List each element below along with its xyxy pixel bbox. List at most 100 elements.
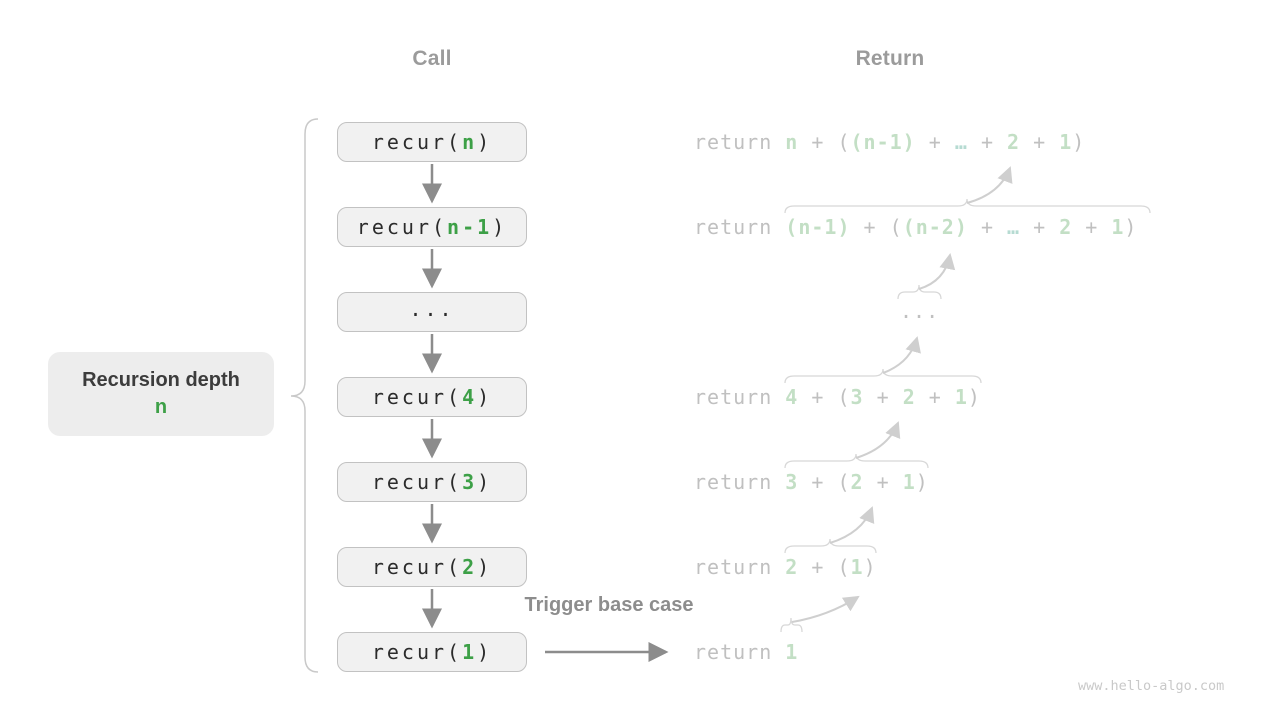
return-arrow-5-to-4	[855, 421, 901, 459]
code-segment: recur(	[371, 385, 463, 409]
return-arrow-6-to-5	[829, 506, 875, 544]
recursion-depth-title: Recursion depth	[82, 369, 240, 391]
code-segment: (n-2)	[902, 215, 968, 239]
code-segment: …	[954, 130, 968, 154]
code-segment: ...	[900, 299, 940, 323]
code-segment: )	[1072, 130, 1086, 154]
overbrace-row7	[780, 617, 803, 633]
call-box-ellipsis: ...	[337, 292, 527, 332]
code-segment: (	[889, 215, 903, 239]
overbrace-row6	[784, 538, 877, 554]
code-segment: +	[798, 470, 838, 494]
code-segment: return	[694, 130, 786, 154]
code-segment: +	[798, 385, 838, 409]
code-segment: +	[863, 470, 903, 494]
code-segment: 2	[1059, 215, 1073, 239]
call-box-recur-3: recur(3)	[337, 462, 527, 502]
return-expr-row1: return n + ((n-1) + … + 2 + 1)	[694, 128, 1085, 156]
code-segment: +	[863, 385, 903, 409]
return-arrow-4-to-3	[882, 336, 921, 374]
code-segment: recur(	[371, 470, 463, 494]
code-segment: 2	[462, 555, 478, 579]
code-segment: +	[1020, 215, 1060, 239]
code-segment: +	[1072, 215, 1112, 239]
return-expr-row2: return (n-1) + ((n-2) + … + 2 + 1)	[694, 213, 1137, 241]
return-arrow-2-to-1	[966, 166, 1013, 204]
code-segment: ...	[409, 297, 455, 321]
code-segment: n	[462, 130, 478, 154]
code-segment: )	[477, 130, 493, 154]
code-segment: +	[798, 130, 838, 154]
code-segment: )	[477, 470, 493, 494]
code-segment: return	[694, 640, 786, 664]
code-segment: +	[850, 215, 890, 239]
code-segment: )	[915, 470, 929, 494]
code-segment: )	[1124, 215, 1138, 239]
call-box-recur-n-1: recur(n-1)	[337, 207, 527, 247]
code-segment: recur(	[371, 555, 463, 579]
code-segment: )	[477, 640, 493, 664]
code-segment: 1	[462, 640, 478, 664]
code-segment: 1	[954, 385, 968, 409]
code-segment: 3	[850, 385, 864, 409]
code-segment: (	[837, 555, 851, 579]
code-segment: 1	[1111, 215, 1125, 239]
call-box-recur-4: recur(4)	[337, 377, 527, 417]
code-segment: (	[837, 385, 851, 409]
code-segment: 4	[785, 385, 799, 409]
code-segment: (	[837, 130, 851, 154]
recursion-depth-label: Recursion depth n	[48, 352, 274, 436]
code-segment: +	[1020, 130, 1060, 154]
overbrace-row2	[784, 198, 1151, 214]
code-segment: 1	[1059, 130, 1073, 154]
return-expr-row5: return 3 + (2 + 1)	[694, 468, 929, 496]
return-arrow-7-to-6	[791, 595, 860, 623]
overbrace-row5	[784, 453, 929, 469]
code-segment: recur(	[371, 640, 463, 664]
code-segment: +	[915, 385, 955, 409]
return-expr-ellipsis: ...	[900, 297, 939, 325]
return-expr-row7: return 1	[694, 638, 798, 666]
return-arrow-3-to-2	[918, 253, 956, 290]
code-segment: n	[785, 130, 799, 154]
code-segment: n-1	[447, 215, 493, 239]
watermark: www.hello-algo.com	[1078, 678, 1225, 694]
code-segment: +	[915, 130, 955, 154]
code-segment: 3	[462, 470, 478, 494]
code-segment: )	[863, 555, 877, 579]
return-expr-row4: return 4 + (3 + 2 + 1)	[694, 383, 981, 411]
depth-brace	[290, 118, 319, 673]
code-segment: )	[492, 215, 508, 239]
code-segment: (n-1)	[850, 130, 916, 154]
trigger-base-case-label: Trigger base case	[524, 594, 694, 616]
code-segment: 1	[850, 555, 864, 579]
code-segment: 2	[785, 555, 799, 579]
code-segment: …	[1007, 215, 1021, 239]
call-column-header: Call	[412, 47, 452, 70]
code-segment: return	[694, 555, 786, 579]
code-segment: 1	[785, 640, 799, 664]
code-segment: 2	[902, 385, 916, 409]
code-segment: recur(	[371, 130, 463, 154]
code-segment: 2	[1007, 130, 1021, 154]
return-column-header: Return	[855, 47, 925, 70]
code-segment: )	[967, 385, 981, 409]
return-expr-row6: return 2 + (1)	[694, 553, 877, 581]
code-segment: (	[837, 470, 851, 494]
code-segment: +	[967, 130, 1008, 154]
code-segment: return	[694, 215, 786, 239]
code-segment: 1	[902, 470, 916, 494]
code-segment: return	[694, 470, 786, 494]
recursion-depth-value: n	[154, 396, 168, 418]
code-segment: 3	[785, 470, 799, 494]
code-segment: 4	[462, 385, 478, 409]
overbrace-row4	[784, 368, 982, 384]
code-segment: return	[694, 385, 786, 409]
code-segment: +	[798, 555, 838, 579]
code-segment: recur(	[356, 215, 448, 239]
call-box-recur-1: recur(1)	[337, 632, 527, 672]
call-box-recur-2: recur(2)	[337, 547, 527, 587]
code-segment: +	[967, 215, 1008, 239]
call-box-recur-n: recur(n)	[337, 122, 527, 162]
